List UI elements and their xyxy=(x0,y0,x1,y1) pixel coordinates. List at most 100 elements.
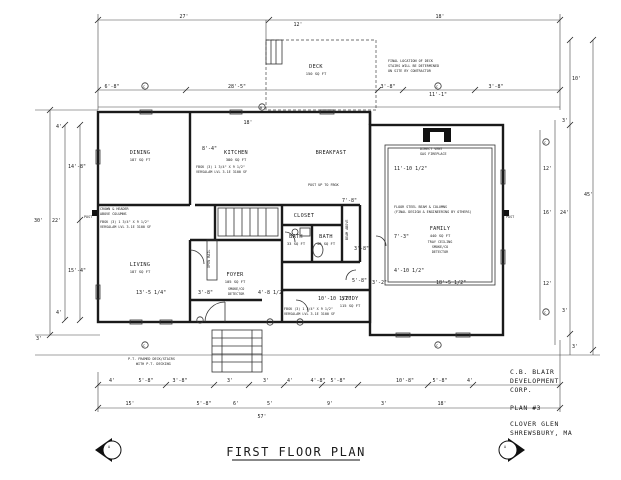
dim-row2-a: 6'-8" xyxy=(104,84,119,90)
note-deck-stairs-1: FINAL LOCATION OF DECK xyxy=(388,59,434,63)
dim-foyer-a: 3'-8" xyxy=(198,290,213,296)
location-line-2: SHREWSBURY, MA xyxy=(510,429,572,437)
note-pt-framing-2: WITH P.T. DECKING xyxy=(136,362,171,366)
dim-bot2-f: 3' xyxy=(381,401,387,407)
dim-family-c: 4'-10 1/2" xyxy=(394,268,424,274)
company-line-2: DEVELOPMENT xyxy=(510,377,559,385)
dim-right-c: 16' xyxy=(543,210,552,216)
dim-left-c: 22' xyxy=(52,218,61,224)
dim-bot-g: 4'-8" xyxy=(310,378,325,384)
note-lvl-2: VERSALAM LVL 3.1E 3100 SF xyxy=(100,225,151,229)
tag-b-1: B xyxy=(260,106,262,110)
room-labels: DECK 150 SQ FT DINING 187 SQ FT KITCHEN … xyxy=(130,64,451,308)
area-deck: 150 SQ FT xyxy=(306,71,327,76)
window-markers xyxy=(92,109,509,338)
dim-left-d: 15'-4" xyxy=(68,268,86,274)
room-bath-1: BATH xyxy=(289,234,303,240)
dim-family-b: 7'-3" xyxy=(394,234,409,240)
dim-bot-a: 4' xyxy=(109,378,115,384)
dim-bath-b: 3'-2" xyxy=(372,280,387,286)
dim-study-b: 5'-8" xyxy=(352,278,367,284)
dim-left-e: 4' xyxy=(56,310,62,316)
room-bath-2: BATH xyxy=(319,234,333,240)
room-foyer: FOYER xyxy=(226,272,244,278)
note-deck-stairs-3: ON SITE BY CONTRACTOR xyxy=(388,69,432,73)
dim-bot-c: 3'-8" xyxy=(172,378,187,384)
bottom-dimension-lines xyxy=(35,340,600,412)
dim-row2-d: 11'-1" xyxy=(429,92,447,98)
note-post-left: POST xyxy=(84,215,92,219)
note-fireplace-2: GAS FIREPLACE xyxy=(420,152,447,156)
area-family: 440 SQ FT xyxy=(430,233,451,238)
dim-bot-k: 4' xyxy=(467,378,473,384)
note-lvl-study-2: VERSALAM LVL 3.1E 3100 SF xyxy=(284,312,335,316)
dim-bot-d: 3' xyxy=(227,378,233,384)
plan-number: PLAN #3 xyxy=(510,404,541,412)
area-dining: 187 SQ FT xyxy=(130,157,151,162)
stairs xyxy=(206,207,279,281)
dim-living: 13'-5 1/4" xyxy=(136,290,166,296)
dim-kitchen-width: 18' xyxy=(243,120,252,126)
drawing-notes: FINAL LOCATION OF DECK STAIRS WILL BE DE… xyxy=(84,59,514,366)
dim-study: 10'-10 1/2" xyxy=(318,296,351,302)
dim-right-e: 12' xyxy=(543,281,552,287)
exterior-walls xyxy=(96,110,505,337)
dim-left-total: 30' xyxy=(34,218,43,224)
tag-c-5: C xyxy=(143,344,145,348)
note-foyer-detector-2: DETECTOR xyxy=(228,292,245,296)
dim-row2-b: 28'-5" xyxy=(228,84,246,90)
dim-family-d: 18'-5 1/2" xyxy=(436,280,466,286)
dim-row2-c: 3'-8" xyxy=(380,84,395,90)
company-line-3: CORP. xyxy=(510,386,532,394)
note-lvl-study-1: FBGK (3) 1 3/4" X 9 1/2" xyxy=(284,307,333,311)
note-open-rail: OPEN RAIL xyxy=(207,250,211,268)
note-post-right: POST xyxy=(506,215,514,219)
note-crown-2: ABOVE COLUMNS xyxy=(100,212,127,216)
window-tags xyxy=(141,82,550,349)
dim-closet: 7'-8" xyxy=(342,198,357,204)
note-family-detector-1: SMOKE/CO xyxy=(432,245,448,249)
drawing-title: FIRST FLOOR PLAN xyxy=(226,445,366,459)
interior-walls xyxy=(98,112,370,322)
tag-c-3: C xyxy=(544,141,546,145)
tag-c-2: C xyxy=(436,85,438,89)
note-beam-2: (FINAL DESIGN & ENGINEERING BY OTHERS) xyxy=(394,210,472,214)
area-bath-2: 40 SQ FT xyxy=(317,241,336,246)
room-breakfast: BREAKFAST xyxy=(316,150,347,156)
dim-bot-h: 5'-8" xyxy=(330,378,345,384)
dim-right-f: 3' xyxy=(562,308,568,314)
dim-left-a: 4' xyxy=(56,124,62,130)
front-steps xyxy=(211,329,263,373)
top-dimension-lines xyxy=(94,14,564,110)
dim-bot-f: 4' xyxy=(287,378,293,384)
dim-foyer-b: 4'-8 1/2" xyxy=(258,290,285,296)
dim-top-right: 18' xyxy=(435,14,444,20)
note-pt-framing-1: P.T. FRAMED DECK/STAIRS xyxy=(128,357,175,361)
dim-kitchen-depth: 8'-4" xyxy=(202,146,217,152)
dim-bot-e: 3' xyxy=(263,378,269,384)
dim-left-f: 3' xyxy=(36,336,42,342)
dim-top-mid: 12' xyxy=(293,22,302,28)
area-living: 187 SQ FT xyxy=(130,269,151,274)
room-deck: DECK xyxy=(309,64,323,70)
note-beam-vert: BEAM ABOVE xyxy=(345,220,349,240)
note-lvl-kitchen-2: VERSALAM LVL 3.1E 3100 SF xyxy=(196,170,247,174)
note-post-up: POST UP TO FBGK xyxy=(308,183,340,187)
dim-bot2-b: 5'-8" xyxy=(196,401,211,407)
bath-fixtures xyxy=(291,227,324,258)
tag-c-6: C xyxy=(436,344,438,348)
room-family: FAMILY xyxy=(430,226,451,232)
dim-bot2-c: 6' xyxy=(233,401,239,407)
area-study: 115 SQ FT xyxy=(340,303,361,308)
title-block: C.B. BLAIR DEVELOPMENT CORP. PLAN #3 CLO… xyxy=(510,368,572,437)
company-line-1: C.B. BLAIR xyxy=(510,368,554,376)
location-line-1: CLOVER GLEN xyxy=(510,420,559,428)
dim-bot-i: 10'-8" xyxy=(396,378,414,384)
dim-right-top: 10' xyxy=(572,76,581,82)
note-crown-1: CROWN & HEADER xyxy=(100,207,130,211)
dim-bot-j: 5'-8" xyxy=(432,378,447,384)
room-dining: DINING xyxy=(130,150,151,156)
room-closet: CLOSET xyxy=(294,213,315,219)
note-fireplace-1: DIRECT VENT xyxy=(420,147,442,151)
